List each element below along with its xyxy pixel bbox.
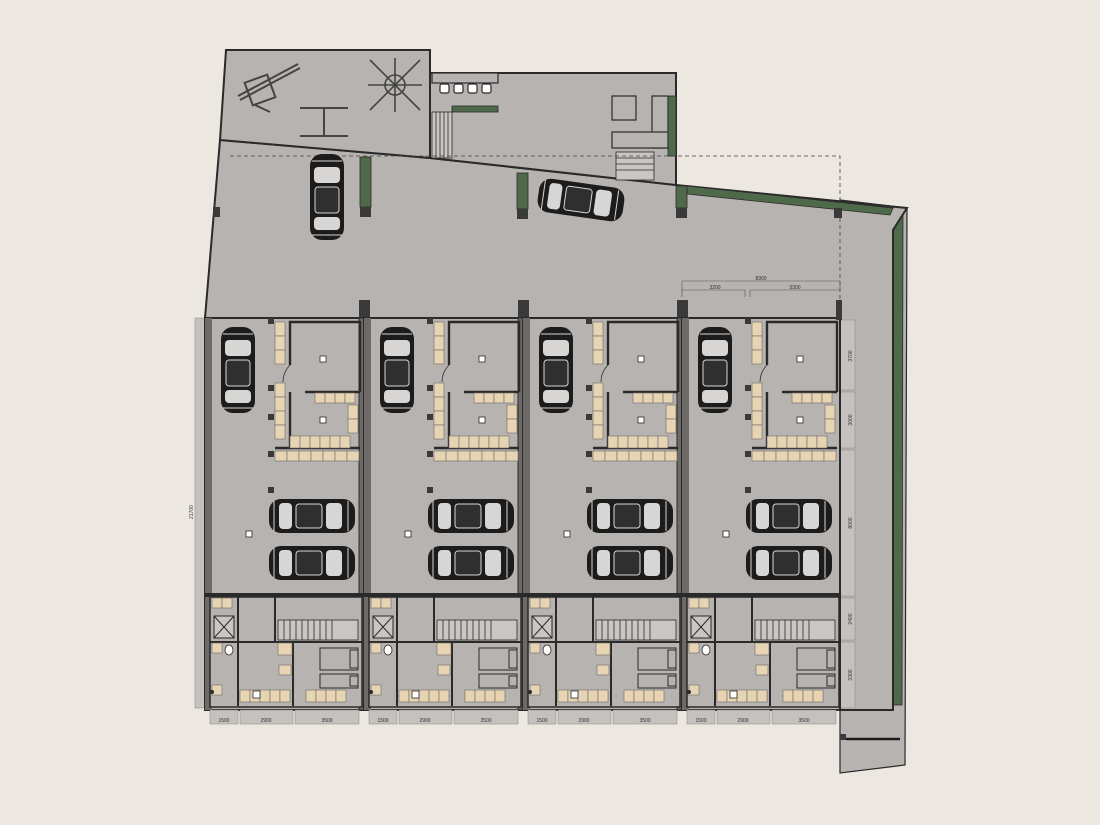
ground-floor-rooms [686,596,840,708]
bottom-dimension-2: 2900 [419,718,430,724]
bed-icons [637,647,677,689]
car-parked-horizontal-2 [268,545,356,581]
columns [268,318,274,493]
ramp-gate [840,734,900,741]
toilet-icon [542,644,579,699]
lounge-sofa [611,95,669,149]
bottom-dimension-2: 2900 [260,718,271,724]
car-driveway-vertical [309,153,345,241]
top-dimension-segment-2: 5300 [789,285,800,291]
playground-swing-icon [300,107,348,137]
fixture-icon [687,690,691,694]
bottom-dimension-3: 3500 [480,718,491,724]
ground-floor-rooms [368,596,522,708]
right-dimension-4: 2400 [848,613,854,624]
bottom-dimension-2: 2900 [578,718,589,724]
bottom-dimension-2: 2900 [737,718,748,724]
toilet-icon [701,644,738,699]
interior-stair [595,619,677,641]
unit-4: 1500 2900 3500 [681,300,842,725]
unit-1: 1500 2900 3500 [204,300,371,725]
unit-2: 1500 2900 3500 [363,300,530,725]
bottom-dimension-3: 3500 [321,718,332,724]
fixture-icon [369,690,373,694]
top-dimension-segment-1: 3200 [709,285,720,291]
car-parked-horizontal-1 [586,498,674,534]
fixture-icon [210,690,214,694]
columns [427,318,433,493]
interior-stair [436,619,518,641]
bed-icons [796,647,836,689]
storage-cabinets [751,321,837,462]
lounge-planter [667,95,677,157]
bottom-dimension-1: 1500 [536,718,547,724]
bottom-dimension-1: 1500 [695,718,706,724]
fixture-icon [528,690,532,694]
car-parked-horizontal-2 [427,545,515,581]
unit-3: 1500 2900 3500 [522,300,689,725]
right-dimension-3: 8000 [848,517,854,528]
bottom-dimension-1: 1500 [377,718,388,724]
kitchen-counters [529,597,665,703]
kitchen-counters [688,597,824,703]
bed-icons [319,647,359,689]
car-parked-horizontal-2 [586,545,674,581]
bottom-dimension-3: 3500 [798,718,809,724]
toilet-icon [224,644,261,699]
top-dimension-lines [681,280,841,297]
right-dimension-strip [839,319,856,709]
storage-cabinets [592,321,678,462]
right-dimension-1: 3700 [848,350,854,361]
top-planters [359,156,894,216]
bottom-dimension-strip [686,709,837,725]
storage-cabinets [433,321,519,462]
interior-stair [277,619,359,641]
car-parked-horizontal-1 [268,498,356,534]
top-dimension-overall: 8900 [755,276,766,282]
car-parked-horizontal-1 [745,498,833,534]
car-parked-vertical [538,326,574,414]
columns [586,318,592,493]
ground-floor-rooms [527,596,681,708]
car-parked-vertical [697,326,733,414]
storage-cabinets [274,321,360,462]
bed-icons [478,647,518,689]
toilet-icon [383,644,420,699]
bottom-dimension-1: 1500 [218,718,229,724]
car-parked-horizontal-2 [745,545,833,581]
bottom-dimension-strip [368,709,519,725]
bottom-dimension-strip [527,709,678,725]
playground-climber-icon [368,58,422,112]
right-dimension-5: 3300 [848,669,854,680]
terrace-stair [431,111,453,159]
car-parked-vertical [379,326,415,414]
left-dimension-label: 21700 [189,505,195,519]
left-dimension-strip [194,317,206,709]
ground-floor-rooms [209,596,363,708]
playground-slide-icon [237,63,301,113]
bench-seats [431,72,499,94]
right-dimension-2: 3000 [848,414,854,425]
car-parked-vertical [220,326,256,414]
elevator-icon [531,615,553,639]
columns [745,318,751,493]
bottom-dimension-strip [209,709,360,725]
lounge-stair [615,151,655,181]
bottom-dimension-3: 3500 [639,718,650,724]
interior-stair [754,619,836,641]
elevator-icon [690,615,712,639]
top-columns [213,207,842,219]
site-boundary-line [230,155,841,320]
elevator-icon [372,615,394,639]
terrace-planter [451,105,499,113]
elevator-icon [213,615,235,639]
car-parked-horizontal-1 [427,498,515,534]
